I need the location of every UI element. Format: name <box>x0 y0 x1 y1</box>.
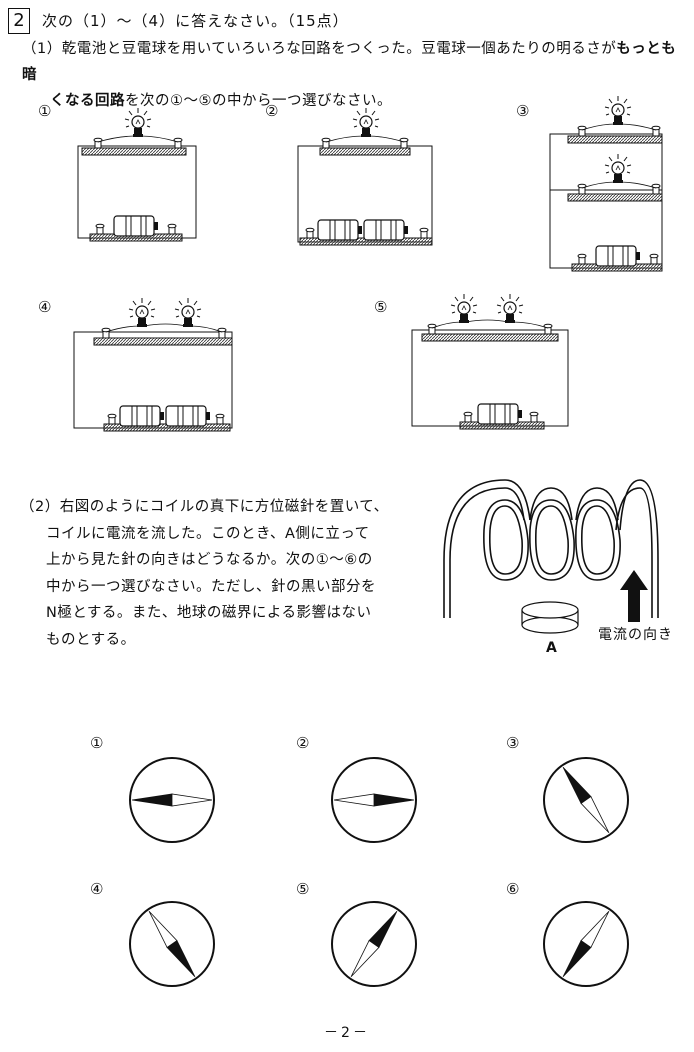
q1-bold-a: もっとも暗 <box>22 41 677 83</box>
question-title: 次の（1）～（4）に答えなさい。（15点） <box>42 12 349 30</box>
compass-6-needle-south <box>580 910 610 949</box>
compass-2-needle-south <box>333 793 375 807</box>
compass-5 <box>331 901 417 987</box>
q2-line-1: （2）右図のようにコイルの真下に方位磁針を置いて、 <box>20 499 389 515</box>
compass-4 <box>129 901 215 987</box>
q2-option-5: ⑤ <box>296 880 310 898</box>
label-current-direction: 電流の向き <box>598 627 673 643</box>
compass-3-needle-south <box>580 795 610 834</box>
q2-option-6: ⑥ <box>506 880 520 898</box>
q1-option-5: ⑤ <box>374 298 388 316</box>
q2-option-1: ① <box>90 734 104 752</box>
compass-5-needle-south <box>350 939 380 978</box>
q1-text-a: （1）乾電池と豆電球を用いていろいろな回路をつくった。豆電球一個あたりの明るさが <box>22 41 617 57</box>
compass-1-needle-south <box>171 793 213 807</box>
q1-text-b: を次の①～⑤の中から一つ選びなさい。 <box>125 93 392 109</box>
page-number: －2－ <box>324 1025 370 1041</box>
compass-2 <box>331 757 417 843</box>
q2-line-2: コイルに電流を流した。このとき、A側に立って <box>46 525 370 542</box>
q1-option-1: ① <box>38 102 52 120</box>
q2-line-4: 中から一つ選びなさい。ただし、針の黒い部分を <box>46 578 376 595</box>
q1-bold-b: くなる回路 <box>50 93 125 109</box>
compass-6 <box>543 901 629 987</box>
q2-line-3: 上から見た針の向きはどうなるか。次の①～⑥の <box>46 552 373 568</box>
compass-3 <box>543 757 629 843</box>
question-number-box: 2 <box>8 8 30 34</box>
q2-line-6: ものとする。 <box>46 631 136 648</box>
compass-4-needle-south <box>148 910 178 949</box>
q2-text: （2）右図のようにコイルの真下に方位磁針を置いて、 コイルに電流を流した。このと… <box>20 494 420 653</box>
q2-option-3: ③ <box>506 734 520 752</box>
q1-text: （1）乾電池と豆電球を用いていろいろな回路をつくった。豆電球一個あたりの明るさが… <box>22 36 682 114</box>
compass-1 <box>129 757 215 843</box>
q1-option-2: ② <box>265 102 279 120</box>
q2-line-5: N極とする。また、地球の磁界による影響はない <box>46 605 372 621</box>
q1-option-4: ④ <box>38 298 52 316</box>
q2-option-2: ② <box>296 734 310 752</box>
q1-option-3: ③ <box>516 102 530 120</box>
q2-option-4: ④ <box>90 880 104 898</box>
label-a: A <box>546 640 557 656</box>
